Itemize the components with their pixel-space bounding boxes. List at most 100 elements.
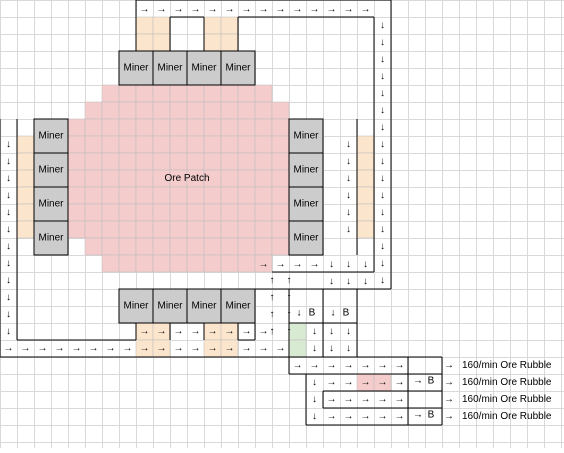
belt-arrow-down: ↓ bbox=[380, 37, 385, 48]
ore-patch-cell bbox=[237, 118, 256, 137]
ore-patch-cell bbox=[254, 203, 273, 222]
belt-arrow-right: → bbox=[327, 360, 337, 371]
ore-patch-cell bbox=[135, 254, 154, 273]
ore-patch-cell bbox=[67, 118, 86, 137]
output-arrow: → bbox=[444, 394, 454, 405]
belt-arrow-right: → bbox=[140, 4, 150, 15]
ore-patch-cell bbox=[152, 135, 171, 154]
ore-patch-cell bbox=[152, 118, 171, 137]
feeder-belt-cell bbox=[356, 135, 375, 154]
ore-patch-cell bbox=[67, 135, 86, 154]
ore-patch-cell bbox=[101, 118, 120, 137]
belt-arrow-right: → bbox=[174, 343, 184, 354]
belt-arrow-right: → bbox=[276, 4, 286, 15]
belt-arrow-right: → bbox=[293, 360, 303, 371]
belt-arrow-right: → bbox=[259, 343, 269, 354]
belt-arrow-down: ↓ bbox=[380, 139, 385, 150]
belt-arrow-down: ↓ bbox=[380, 71, 385, 82]
ore-patch-cell bbox=[220, 186, 239, 205]
ore-patch-cell bbox=[169, 135, 188, 154]
belt-arrow-right: → bbox=[208, 326, 218, 337]
ore-patch-cell bbox=[237, 84, 256, 103]
miner bbox=[33, 220, 69, 256]
ore-patch-cell bbox=[220, 84, 239, 103]
miner-label: Miner bbox=[293, 131, 319, 142]
miner bbox=[152, 288, 188, 324]
belt-arrow-right: → bbox=[208, 343, 218, 354]
miner bbox=[186, 50, 222, 86]
ore-patch-cell bbox=[237, 186, 256, 205]
belt-arrow-down: ↓ bbox=[380, 88, 385, 99]
feeder-belt-cell bbox=[203, 16, 222, 35]
belt-arrow-down: ↓ bbox=[346, 326, 351, 337]
ore-patch-cell bbox=[203, 186, 222, 205]
ore-patch-cell bbox=[169, 186, 188, 205]
belt-arrow-down: ↓ bbox=[329, 259, 334, 270]
ore-patch-cell bbox=[84, 101, 103, 120]
belt-arrow-right: → bbox=[310, 360, 320, 371]
ore-patch-cell bbox=[254, 118, 273, 137]
ore-patch-cell bbox=[67, 203, 86, 222]
ore-patch-cell bbox=[118, 254, 137, 273]
ore-patch-cell bbox=[203, 101, 222, 120]
ore-patch-cell bbox=[220, 169, 239, 188]
belt-arrow-down: ↓ bbox=[346, 173, 351, 184]
belt-arrow-down: ↓ bbox=[312, 377, 317, 388]
splitter-output-top-label: B bbox=[428, 375, 435, 386]
ore-patch-cell bbox=[84, 220, 103, 239]
belt-arrow-right: → bbox=[225, 4, 235, 15]
miner bbox=[288, 118, 324, 154]
miner-label: Miner bbox=[191, 301, 217, 312]
feeder-belt-cell bbox=[16, 152, 35, 171]
ore-patch-cell bbox=[203, 135, 222, 154]
belt-arrow-right: → bbox=[378, 394, 388, 405]
splitter-right-arrow: ↓ bbox=[331, 307, 336, 318]
belt-arrow-right: → bbox=[293, 4, 303, 15]
miner bbox=[220, 288, 256, 324]
feeder-belt-cell bbox=[16, 186, 35, 205]
ore-patch-cell bbox=[254, 152, 273, 171]
belt-arrow-up: ↑ bbox=[270, 292, 275, 303]
belt-arrow-down: ↓ bbox=[6, 139, 11, 150]
belt-arrow-right: → bbox=[344, 360, 354, 371]
ore-patch-cell bbox=[118, 135, 137, 154]
belt-arrow-down: ↓ bbox=[363, 276, 368, 287]
ore-patch-cell bbox=[186, 220, 205, 239]
ore-patch-cell bbox=[152, 254, 171, 273]
belt-arrow-right: → bbox=[38, 343, 48, 354]
ore-patch-cell bbox=[186, 186, 205, 205]
miner bbox=[33, 118, 69, 154]
miner-label: Miner bbox=[38, 131, 64, 142]
ore-patch-cell bbox=[237, 203, 256, 222]
belt-arrow-down: ↓ bbox=[312, 394, 317, 405]
belt-arrow-right: → bbox=[327, 4, 337, 15]
ore-patch-cell bbox=[254, 135, 273, 154]
output-label: 160/min Ore Rubble bbox=[462, 394, 552, 405]
belt-arrow-right: → bbox=[174, 4, 184, 15]
belt-arrow-down: ↓ bbox=[6, 326, 11, 337]
miner bbox=[288, 152, 324, 188]
belt-arrow-right: → bbox=[378, 377, 388, 388]
output-label: 160/min Ore Rubble bbox=[462, 377, 552, 388]
miner-label: Miner bbox=[38, 165, 64, 176]
belt-arrow-down: ↓ bbox=[312, 326, 317, 337]
belt-arrow-down: ↓ bbox=[380, 105, 385, 116]
ore-patch-cell bbox=[135, 135, 154, 154]
belt-arrow-right: → bbox=[327, 377, 337, 388]
ore-patch-cell bbox=[101, 186, 120, 205]
ore-patch-cell bbox=[186, 118, 205, 137]
ore-patch-cell bbox=[220, 135, 239, 154]
belt-arrow-right: → bbox=[361, 394, 371, 405]
ore-patch-cell bbox=[152, 186, 171, 205]
belt-arrow-up: ↑ bbox=[270, 275, 275, 286]
feeder-belt-cell bbox=[16, 220, 35, 239]
feeder-belt-cell bbox=[16, 135, 35, 154]
miner-label: Miner bbox=[293, 233, 319, 244]
belt-arrow-down: ↓ bbox=[380, 54, 385, 65]
ore-patch-cell bbox=[220, 152, 239, 171]
belt-arrow-down: ↓ bbox=[6, 258, 11, 269]
feeder-belt-cell bbox=[356, 169, 375, 188]
ore-patch-cell bbox=[186, 152, 205, 171]
